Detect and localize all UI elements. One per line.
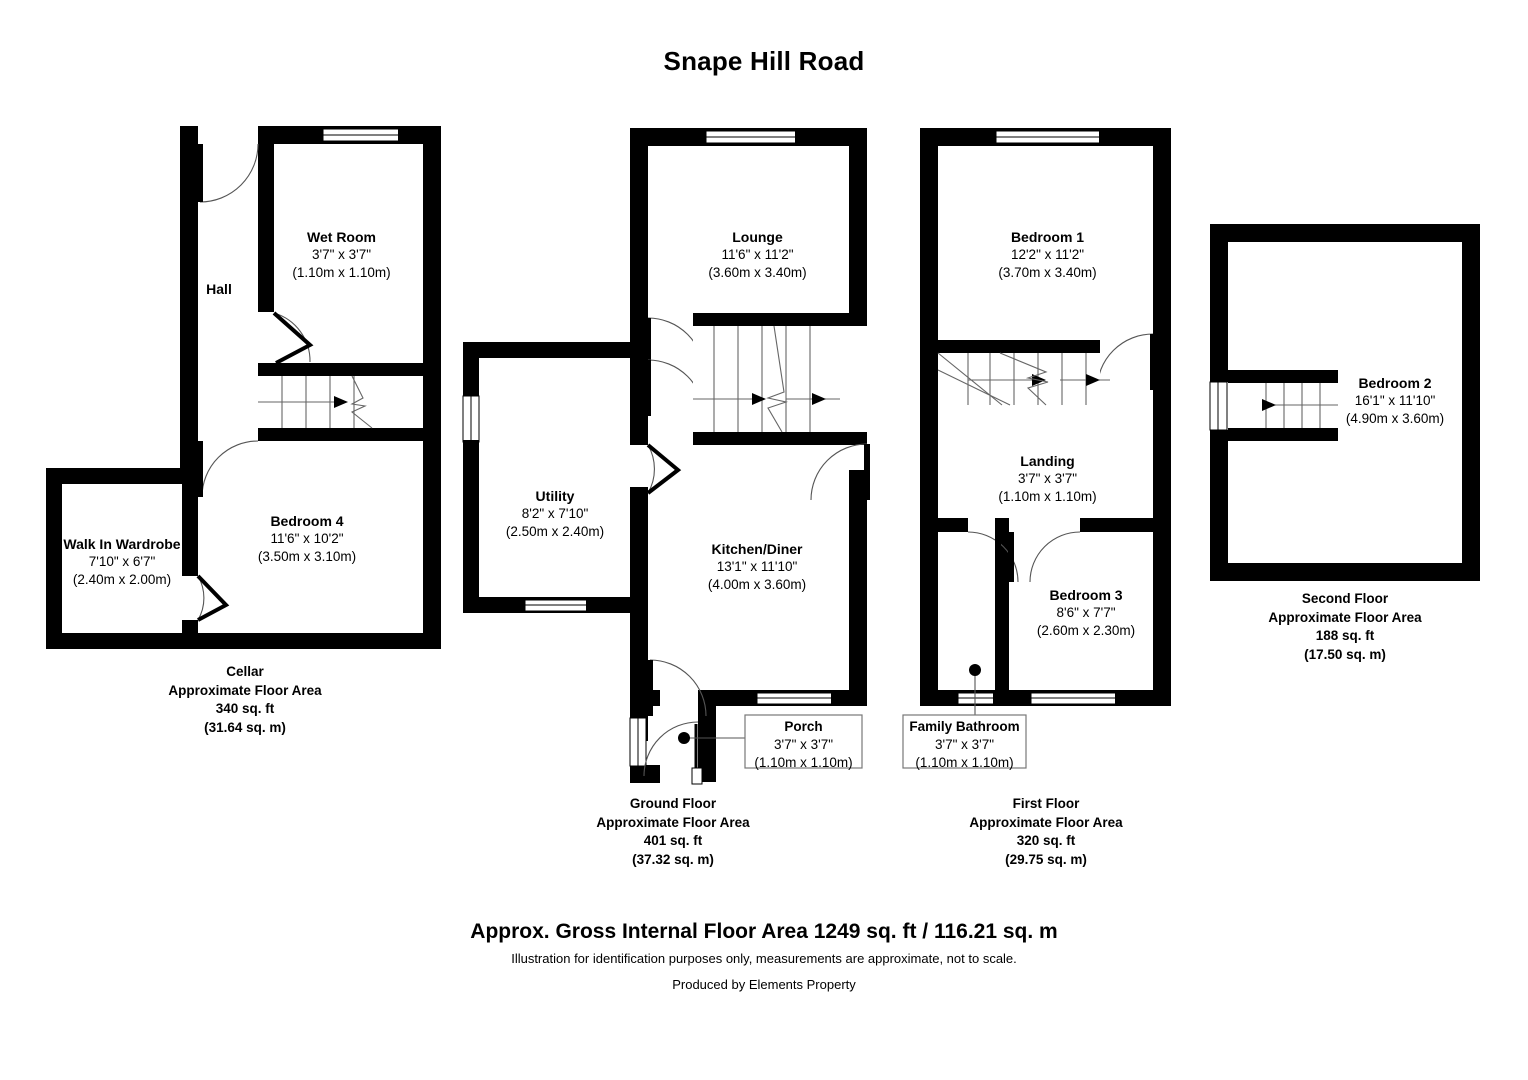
floor-area-sqft: 401 sq. ft <box>643 833 703 849</box>
room-dimension-metric: (4.00m x 3.60m) <box>707 577 807 593</box>
room-dimension-imperial: 8'6" x 7'7" <box>1056 605 1116 621</box>
room-dimension-metric: (3.60m x 3.40m) <box>708 265 807 281</box>
room-label-bedroom-4: Bedroom 4 11'6" x 10'2" (3.50m x 3.10m) <box>223 512 391 566</box>
room-dimension-metric: (1.10m x 1.10m) <box>292 265 391 281</box>
room-name: Bedroom 2 <box>1358 375 1432 391</box>
second-floor-staircase <box>1253 383 1338 428</box>
room-dimension-metric: (2.50m x 2.40m) <box>505 524 605 540</box>
room-name: Family Bathroom <box>909 719 1020 734</box>
page-title: Snape Hill Road <box>663 46 865 76</box>
room-dimension-metric: (2.40m x 2.00m) <box>72 572 172 588</box>
room-dimension-imperial: 16'1" x 11'10" <box>1354 393 1436 409</box>
room-dimension-imperial: 7'10" x 6'7" <box>88 554 156 570</box>
disclaimer-note: Illustration for identification purposes… <box>511 951 1017 966</box>
floor-area-sqft: 340 sq. ft <box>215 701 275 717</box>
floor-caption-second-floor: Second Floor Approximate Floor Area 188 … <box>1220 590 1470 665</box>
floor-area-line: Approximate Floor Area <box>1268 609 1422 625</box>
floor-area-sqm: (37.32 sq. m) <box>632 851 714 867</box>
floor-name: First Floor <box>1012 796 1080 811</box>
footer: Approx. Gross Internal Floor Area 1249 s… <box>0 920 1528 992</box>
room-dimension-imperial: 11'6" x 10'2" <box>270 531 344 547</box>
room-label-bedroom-1: Bedroom 1 12'2" x 11'2" (3.70m x 3.40m) <box>960 228 1135 282</box>
second-floor-plan <box>1209 224 1480 581</box>
ground-floor-staircase <box>693 325 867 433</box>
room-name: Kitchen/Diner <box>711 541 803 557</box>
room-label-kitchen-diner: Kitchen/Diner 13'1" x 11'10" (4.00m x 3.… <box>672 540 842 594</box>
room-name: Bedroom 4 <box>270 513 344 529</box>
room-name: Landing <box>1020 453 1075 469</box>
room-name: Bedroom 3 <box>1049 587 1123 603</box>
floor-name: Cellar <box>226 664 264 679</box>
room-dimension-imperial: 3'7" x 3'7" <box>311 247 372 263</box>
room-dimension-imperial: 3'7" x 3'7" <box>1017 471 1078 487</box>
room-label-landing: Landing 3'7" x 3'7" (1.10m x 1.10m) <box>960 452 1135 506</box>
room-label-hall: Hall <box>180 280 258 298</box>
room-dimension-metric: (1.10m x 1.10m) <box>754 754 853 770</box>
gross-internal-floor-area: Approx. Gross Internal Floor Area 1249 s… <box>470 920 1058 943</box>
ground-floor-plan <box>462 128 870 785</box>
room-name: Walk In Wardrobe <box>63 536 181 552</box>
room-dimension-metric: (1.10m x 1.10m) <box>998 489 1097 505</box>
room-dimension-metric: (2.60m x 2.30m) <box>1036 623 1136 639</box>
room-dimension-imperial: 13'1" x 11'10" <box>716 559 798 575</box>
room-dimension-metric: (3.70m x 3.40m) <box>998 265 1097 281</box>
room-dimension-metric: (3.50m x 3.10m) <box>257 549 357 565</box>
floor-area-line: Approximate Floor Area <box>596 814 750 830</box>
producer-credit: Produced by Elements Property <box>672 977 856 992</box>
first-floor-plan <box>920 128 1171 718</box>
room-label-utility: Utility 8'2" x 7'10" (2.50m x 2.40m) <box>483 487 627 541</box>
room-dimension-imperial: 11'6" x 11'2" <box>721 247 794 263</box>
room-name: Lounge <box>732 229 783 245</box>
floor-area-sqm: (17.50 sq. m) <box>1304 646 1386 662</box>
room-dimension-imperial: 8'2" x 7'10" <box>521 506 589 522</box>
family-bathroom-callout-box <box>902 714 1027 769</box>
floor-area-sqm: (29.75 sq. m) <box>1005 851 1087 867</box>
room-label-lounge: Lounge 11'6" x 11'2" (3.60m x 3.40m) <box>675 228 840 282</box>
floor-caption-first-floor: First Floor Approximate Floor Area 320 s… <box>921 795 1171 870</box>
floor-caption-ground-floor: Ground Floor Approximate Floor Area 401 … <box>548 795 798 870</box>
room-name: Utility <box>535 488 575 504</box>
floor-area-line: Approximate Floor Area <box>168 682 322 698</box>
room-dimension-imperial: 3'7" x 3'7" <box>934 736 995 752</box>
room-label-family-bathroom: Family Bathroom 3'7" x 3'7" (1.10m x 1.1… <box>903 718 1026 771</box>
room-name: Bedroom 1 <box>1010 229 1085 245</box>
room-label-bedroom-3: Bedroom 3 8'6" x 7'7" (2.60m x 2.30m) <box>1006 586 1166 640</box>
porch-callout-box <box>744 714 863 769</box>
cellar-staircase <box>258 375 423 429</box>
first-floor-staircase <box>937 352 1110 406</box>
room-dimension-imperial: 3'7" x 3'7" <box>773 736 834 752</box>
floor-area-sqft: 320 sq. ft <box>1016 833 1076 849</box>
room-label-bedroom-2: Bedroom 2 16'1" x 11'10" (4.90m x 3.60m) <box>1305 374 1485 428</box>
cellar-plan <box>46 126 441 649</box>
room-dimension-imperial: 12'2" x 11'2" <box>1010 247 1085 263</box>
floor-name: Ground Floor <box>629 796 717 811</box>
room-label-walk-in-wardrobe: Walk In Wardrobe 7'10" x 6'7" (2.40m x 2… <box>42 535 202 589</box>
room-label-wet-room: Wet Room 3'7" x 3'7" (1.10m x 1.10m) <box>259 228 424 282</box>
room-name: Porch <box>784 719 823 734</box>
floor-name: Second Floor <box>1301 591 1389 606</box>
room-label-porch: Porch 3'7" x 3'7" (1.10m x 1.10m) <box>745 718 862 771</box>
room-dimension-metric: (1.10m x 1.10m) <box>915 754 1014 770</box>
floor-area-sqft: 188 sq. ft <box>1315 628 1375 644</box>
room-name: Hall <box>206 281 232 297</box>
floor-caption-cellar: Cellar Approximate Floor Area 340 sq. ft… <box>120 663 370 738</box>
floor-area-line: Approximate Floor Area <box>969 814 1123 830</box>
room-dimension-metric: (4.90m x 3.60m) <box>1345 411 1445 427</box>
room-name: Wet Room <box>307 229 376 245</box>
floor-area-sqm: (31.64 sq. m) <box>204 719 286 735</box>
